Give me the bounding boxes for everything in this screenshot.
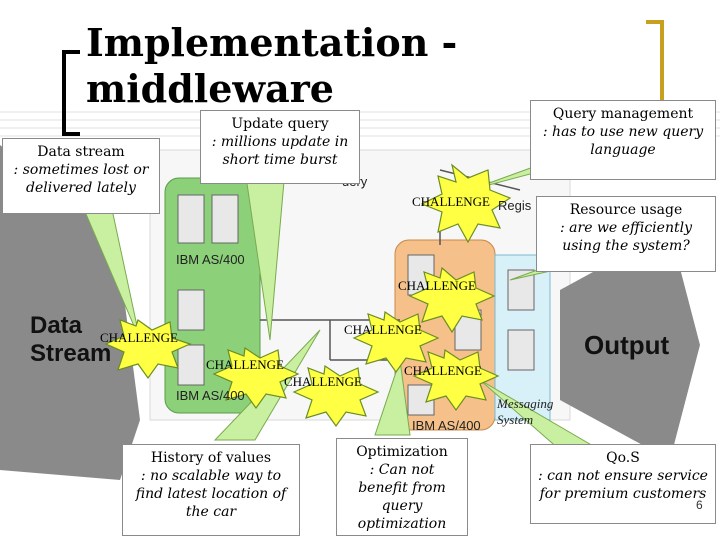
register-fragment: Regis xyxy=(498,198,532,213)
callout-detail: : are we efficiently using the system? xyxy=(560,220,692,254)
challenge-label: CHALLENGE xyxy=(284,374,362,389)
callout-detail: : millions update in short time burst xyxy=(211,134,349,168)
data-stream-label: Data Stream xyxy=(30,312,112,367)
callout-heading: Update query xyxy=(231,116,329,132)
challenge-label: CHALLENGE xyxy=(412,194,490,209)
callout-history-values: History of values : no scalable way to f… xyxy=(122,444,300,536)
title-line-2: middleware xyxy=(86,66,334,111)
challenge-label: CHALLENGE xyxy=(206,357,284,372)
output-label: Output xyxy=(584,330,670,360)
callout-detail: : no scalable way to find latest locatio… xyxy=(135,468,287,520)
challenge-label: CHALLENGE xyxy=(398,278,476,293)
challenge-starbursts xyxy=(104,163,512,428)
server-label-2: IBM AS/400 xyxy=(176,388,245,403)
callout-heading: Resource usage xyxy=(569,202,683,218)
callout-query-management: Query management : has to use new query … xyxy=(530,100,716,180)
callout-heading: Qo.S xyxy=(606,450,640,466)
callout-detail: : Can not benefit from query optimizatio… xyxy=(357,462,447,532)
callout-detail: : sometimes lost or delivered lately xyxy=(13,162,149,196)
callout-detail: : can not ensure service for premium cus… xyxy=(538,468,708,502)
messaging-label: Messaging System xyxy=(497,396,554,427)
callout-update-query: Update query : millions update in short … xyxy=(200,110,360,184)
callout-heading: Optimization xyxy=(356,444,448,460)
callout-detail: : has to use new query language xyxy=(542,124,704,158)
challenge-label: CHALLENGE xyxy=(404,363,482,378)
output-arrow xyxy=(560,230,700,460)
page-title: Implementation - middleware xyxy=(86,20,457,112)
callout-optimization: Optimization : Can not benefit from quer… xyxy=(336,438,468,536)
callout-qos: Qo.S : can not ensure service for premiu… xyxy=(530,444,716,524)
title-bracket-left xyxy=(62,50,80,136)
challenge-label: CHALLENGE xyxy=(344,322,422,337)
callout-data-stream: Data stream : sometimes lost or delivere… xyxy=(2,138,160,214)
server-icons xyxy=(177,194,535,416)
server-label-3: IBM AS/400 xyxy=(412,418,481,433)
callout-heading: Data stream xyxy=(37,144,125,160)
callout-heading: Query management xyxy=(552,106,694,122)
challenge-label: CHALLENGE xyxy=(100,330,178,345)
page-number: 6 xyxy=(696,498,703,512)
callout-heading: History of values xyxy=(150,450,272,466)
callout-resource-usage: Resource usage : are we efficiently usin… xyxy=(536,196,716,272)
server-label-1: IBM AS/400 xyxy=(176,252,245,267)
title-line-1: Implementation - xyxy=(86,20,458,65)
